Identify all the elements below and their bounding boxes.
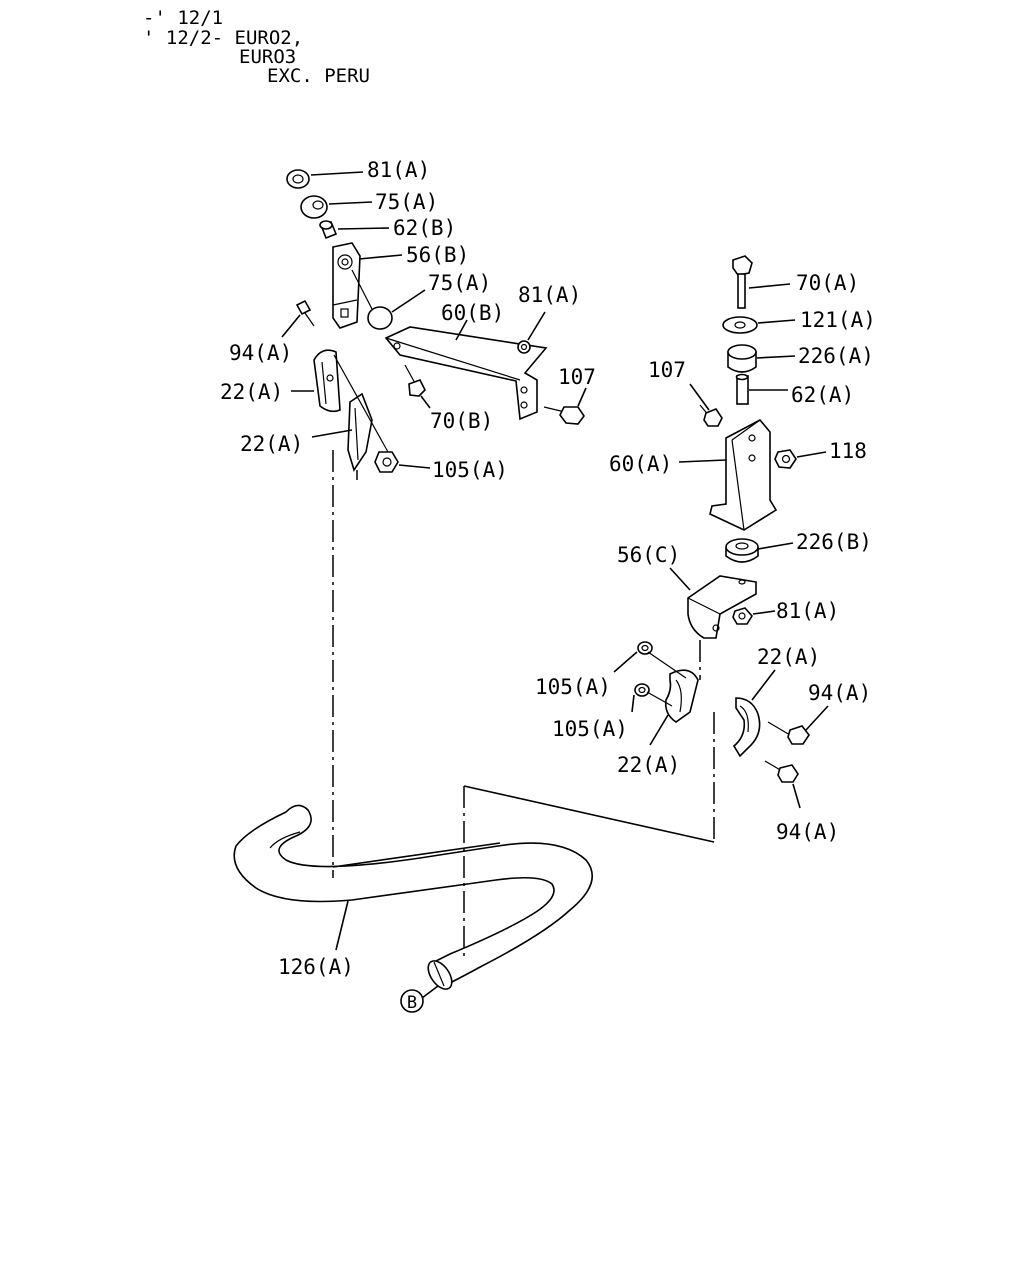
label-94a-left: 94(A): [229, 341, 292, 365]
bracket-60b: [384, 326, 548, 421]
label-70a: 70(A): [796, 271, 859, 295]
nut-81a-mid: [517, 340, 531, 354]
label-56c: 56(C): [617, 543, 680, 567]
label-60b: 60(B): [441, 301, 504, 325]
label-22a-3: 22(A): [757, 645, 820, 669]
nut-118: [774, 449, 797, 469]
header-line-3: EURO3: [239, 46, 296, 68]
bolt-94a-right-2: [764, 760, 799, 783]
label-56b: 56(B): [406, 243, 469, 267]
clamp-22a-upper: [313, 349, 341, 413]
rubber-226a: [727, 344, 757, 373]
clamp-22a-right: [732, 697, 761, 758]
bolt-94a-right-1: [767, 721, 810, 745]
washer-121a: [722, 316, 758, 334]
label-62a: 62(A): [791, 383, 854, 407]
bolt-107-right: [699, 404, 723, 427]
label-81a-mid: 81(A): [518, 283, 581, 307]
header-line-4: EXC. PERU: [267, 65, 370, 87]
label-22a-1: 22(A): [220, 380, 283, 404]
rubber-226b: [725, 538, 759, 563]
label-75a-mid: 75(A): [428, 271, 491, 295]
nut-105a-left: [374, 451, 399, 473]
rubber-75a-top: [300, 195, 328, 219]
bracket-56c: [687, 575, 757, 639]
left-hanger-assembly: 81(A) 75(A) 62(B) 56(B): [220, 158, 596, 482]
collar-62b: [319, 220, 338, 240]
label-60a: 60(A): [609, 452, 672, 476]
clamp-22a-right-lower: [664, 669, 699, 723]
label-105a-r1: 105(A): [535, 675, 611, 699]
label-107-left: 107: [558, 365, 596, 389]
right-mount-assembly: 70(A) 121(A) 226(A) 62(A) 107: [535, 255, 876, 844]
label-70b: 70(B): [430, 409, 493, 433]
label-105a-left: 105(A): [432, 458, 508, 482]
bolt-70a: [732, 255, 753, 309]
label-226a: 226(A): [798, 344, 874, 368]
bolt-107-left: [543, 406, 585, 425]
label-226b: 226(B): [796, 530, 872, 554]
label-126a: 126(A): [278, 955, 354, 979]
collar-62a: [735, 373, 749, 405]
bracket-56b: [332, 242, 361, 329]
label-22a-4: 22(A): [617, 753, 680, 777]
label-62b: 62(B): [393, 216, 456, 240]
clamp-22a-lower: [347, 392, 373, 472]
assembly-leaders: [332, 450, 715, 958]
bracket-60a: [709, 418, 778, 531]
label-121a: 121(A): [800, 308, 876, 332]
nut-105a-right-1: [637, 641, 653, 655]
header-block: -' 12/1 ' 12/2- EURO2, EURO3 EXC. PERU: [143, 7, 370, 87]
header-line-1: -' 12/1: [143, 7, 223, 29]
label-94a-r2: 94(A): [776, 820, 839, 844]
nut-81a-right: [732, 607, 753, 625]
label-94a-r1: 94(A): [808, 681, 871, 705]
nut-105a-right-2: [634, 683, 650, 697]
label-22a-2: 22(A): [240, 432, 303, 456]
reference-b-callout: B: [400, 985, 439, 1013]
label-75a-top: 75(A): [375, 190, 438, 214]
reference-b-letter: B: [407, 993, 417, 1013]
label-107-right: 107: [648, 358, 686, 382]
label-118: 118: [829, 439, 867, 463]
rubber-75a-mid: [351, 269, 393, 330]
label-81a-top: 81(A): [367, 158, 430, 182]
nut-81a-top: [286, 169, 310, 189]
header-line-2: ' 12/2- EURO2,: [143, 27, 303, 49]
bolt-94a-left: [295, 299, 315, 327]
label-81a-right: 81(A): [776, 599, 839, 623]
bolt-70b: [404, 364, 426, 397]
exhaust-pipe-126a: 126(A): [233, 804, 594, 990]
label-105a-r2: 105(A): [552, 717, 628, 741]
